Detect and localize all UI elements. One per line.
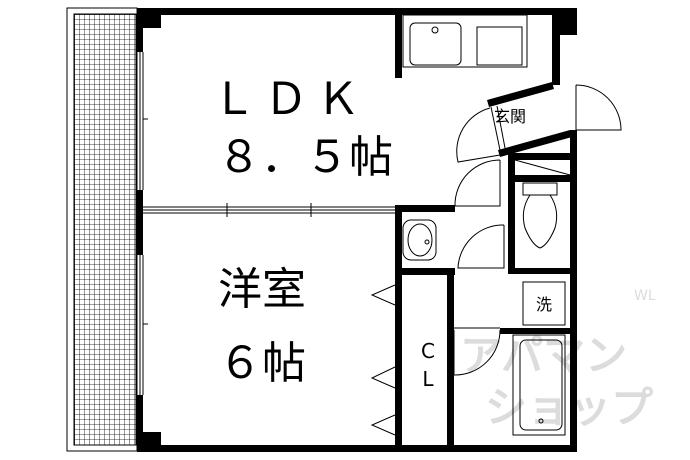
laundry-label: 洗: [536, 295, 552, 314]
windows: [139, 52, 395, 395]
walls: [137, 8, 577, 452]
fixtures: [402, 182, 566, 436]
doors: [370, 84, 622, 436]
watermark: アパマン ショップ WL: [460, 288, 656, 432]
watermark-line2: ショップ: [485, 383, 653, 432]
washbasin: [402, 219, 437, 261]
closet-label-c: C: [421, 339, 435, 363]
entrance-label: 玄関: [494, 107, 526, 126]
balcony: [66, 7, 138, 452]
laundry-space: [522, 281, 566, 326]
closet-label-l: L: [422, 367, 434, 391]
room-ldk-size: ８．５帖: [217, 132, 393, 183]
room-western-size: ６帖: [218, 338, 306, 389]
watermark-mark: WL: [634, 288, 656, 304]
room-ldk-label: ＬＤＫ: [212, 74, 368, 125]
watermark-line1: アパマン: [460, 331, 627, 380]
room-western-label: 洋室: [218, 264, 306, 315]
kitchen-counter: [402, 14, 528, 68]
bathtub: [512, 334, 566, 436]
toilet: [522, 182, 558, 249]
